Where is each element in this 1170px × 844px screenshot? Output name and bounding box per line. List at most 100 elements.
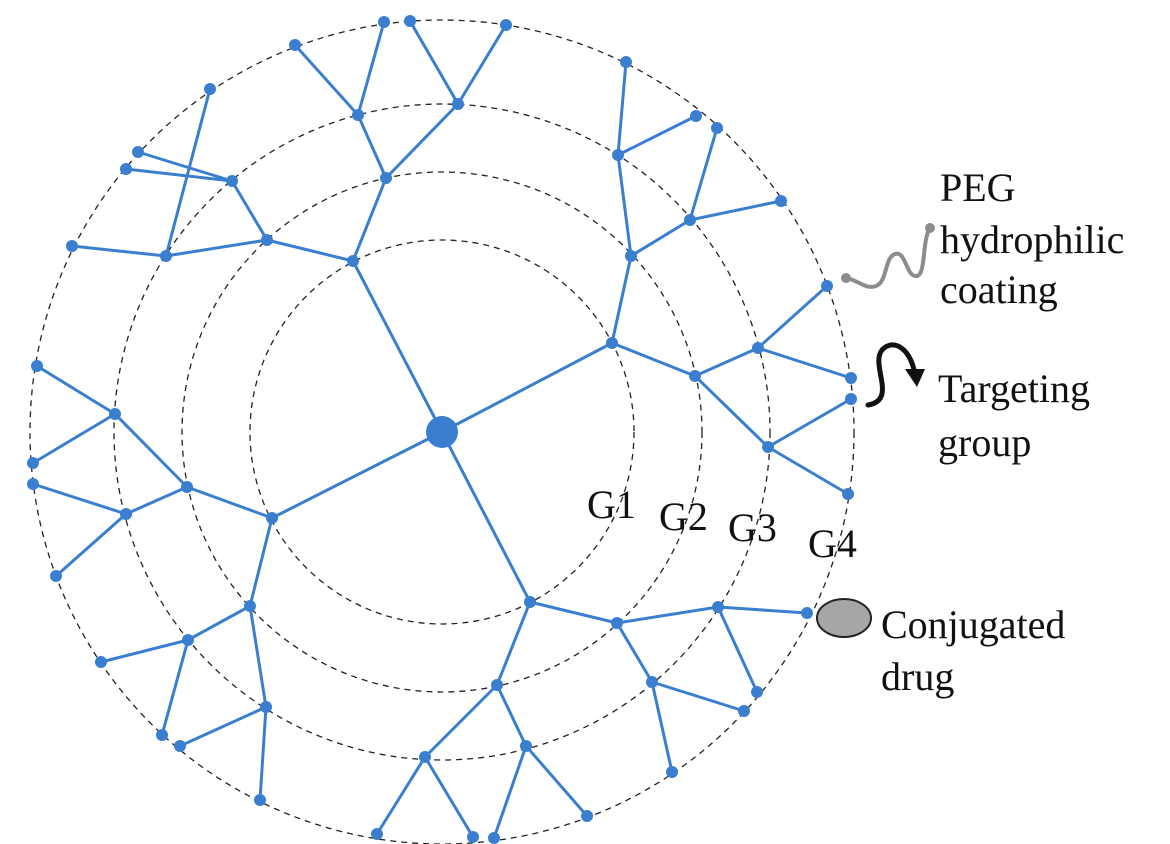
branch-bonds	[31, 19, 853, 840]
node-g4	[156, 729, 168, 741]
bond-core-g1	[351, 259, 444, 434]
bond-g3-g4	[650, 680, 674, 774]
bond-g3-g4	[356, 20, 386, 117]
bond-g1-g2	[528, 600, 619, 625]
node-g1	[606, 337, 618, 349]
bond-g2-g3	[164, 238, 269, 258]
node-g2	[491, 679, 503, 691]
peg-label-line1: PEG	[940, 165, 1016, 210]
node-g3	[182, 634, 194, 646]
node-g4	[581, 810, 593, 822]
label-g3: G3	[728, 505, 777, 550]
node-g4	[378, 16, 390, 28]
bond-g3-g4	[164, 87, 212, 258]
bond-g3-g4	[35, 364, 117, 416]
node-g4	[50, 570, 62, 582]
node-g4	[27, 478, 39, 490]
node-g4	[31, 360, 43, 372]
node-g3	[612, 149, 624, 161]
drug-label: Conjugated drug	[881, 602, 1065, 699]
node-g4	[500, 19, 512, 31]
targeting-label-line2: group	[938, 420, 1031, 465]
ring-g2	[181, 171, 703, 693]
node-g2	[625, 250, 637, 262]
bond-g2-g3	[124, 485, 189, 516]
node-g4	[204, 83, 216, 95]
bond-g3-g4	[716, 605, 759, 694]
bond-g3-g4	[99, 638, 190, 664]
bond-core-g1	[440, 341, 614, 434]
node-g4	[371, 828, 383, 840]
label-g4: G4	[808, 521, 857, 566]
node-g4	[666, 766, 678, 778]
ring-g4	[29, 19, 855, 844]
bond-g2-g3	[693, 374, 770, 449]
peg-label-line3: coating	[940, 267, 1058, 312]
node-g4	[801, 607, 813, 619]
bond-g3-g4	[423, 755, 475, 839]
bond-g3-g4	[716, 605, 809, 615]
bond-g1-g2	[610, 341, 697, 378]
node-g2	[261, 234, 273, 246]
node-g4	[254, 794, 266, 806]
bond-g2-g3	[356, 113, 388, 180]
bond-g3-g4	[650, 680, 746, 713]
bond-g3-g4	[524, 744, 589, 818]
bond-g3-g4	[31, 412, 117, 465]
bond-g3-g4	[31, 482, 128, 516]
conjugated-drug-icon	[816, 598, 872, 638]
bond-g3-g4	[70, 244, 168, 258]
label-g2: G2	[659, 494, 708, 539]
bond-g3-g4	[756, 284, 829, 350]
bond-g2-g3	[230, 179, 269, 242]
node-g4	[751, 686, 763, 698]
node-g4	[132, 146, 144, 158]
bond-g3-g4	[616, 114, 698, 157]
bond-g3-g4	[766, 397, 853, 449]
node-g3	[752, 342, 764, 354]
node-g3	[762, 441, 774, 453]
node-g3	[260, 701, 272, 713]
node-g4	[467, 831, 479, 843]
node-g4	[690, 110, 702, 122]
bond-g3-g4	[293, 43, 360, 117]
bond-g3-g4	[258, 705, 268, 802]
targeting-arrow-icon	[865, 342, 925, 408]
bond-g2-g3	[384, 102, 460, 180]
bond-g3-g4	[375, 755, 427, 836]
bond-g3-g4	[136, 150, 234, 183]
node-g4	[66, 240, 78, 252]
node-g2	[611, 617, 623, 629]
ring-g1	[249, 239, 635, 625]
peg-label: PEG hydrophilic coating	[940, 165, 1124, 312]
bond-g3-g4	[616, 60, 628, 157]
node-g4	[775, 195, 787, 207]
node-g3	[226, 175, 238, 187]
ring-g3	[113, 103, 771, 761]
bond-core-g1	[270, 430, 444, 520]
node-g1	[347, 255, 359, 267]
bond-g3-g4	[160, 638, 190, 737]
branch-nodes	[27, 15, 857, 844]
bond-core-g1	[440, 430, 532, 604]
drug-label-line2: drug	[881, 654, 954, 699]
bond-g2-g3	[248, 604, 268, 709]
label-g1: G1	[587, 482, 636, 527]
bond-g2-g3	[629, 218, 692, 258]
generation-labels: G1 G2 G3 G4	[587, 482, 857, 566]
node-g2	[380, 172, 392, 184]
drug-label-line1: Conjugated	[881, 602, 1065, 647]
node-g3	[452, 98, 464, 110]
bond-g3-g4	[178, 705, 268, 748]
bond-g3-g4	[124, 167, 234, 183]
node-g3	[352, 109, 364, 121]
node-g3	[120, 508, 132, 520]
node-g1	[524, 596, 536, 608]
bond-g3-g4	[688, 199, 783, 222]
bond-g3-g4	[456, 23, 508, 106]
node-g4	[27, 457, 39, 469]
node-g4	[821, 280, 833, 292]
node-g3	[646, 676, 658, 688]
